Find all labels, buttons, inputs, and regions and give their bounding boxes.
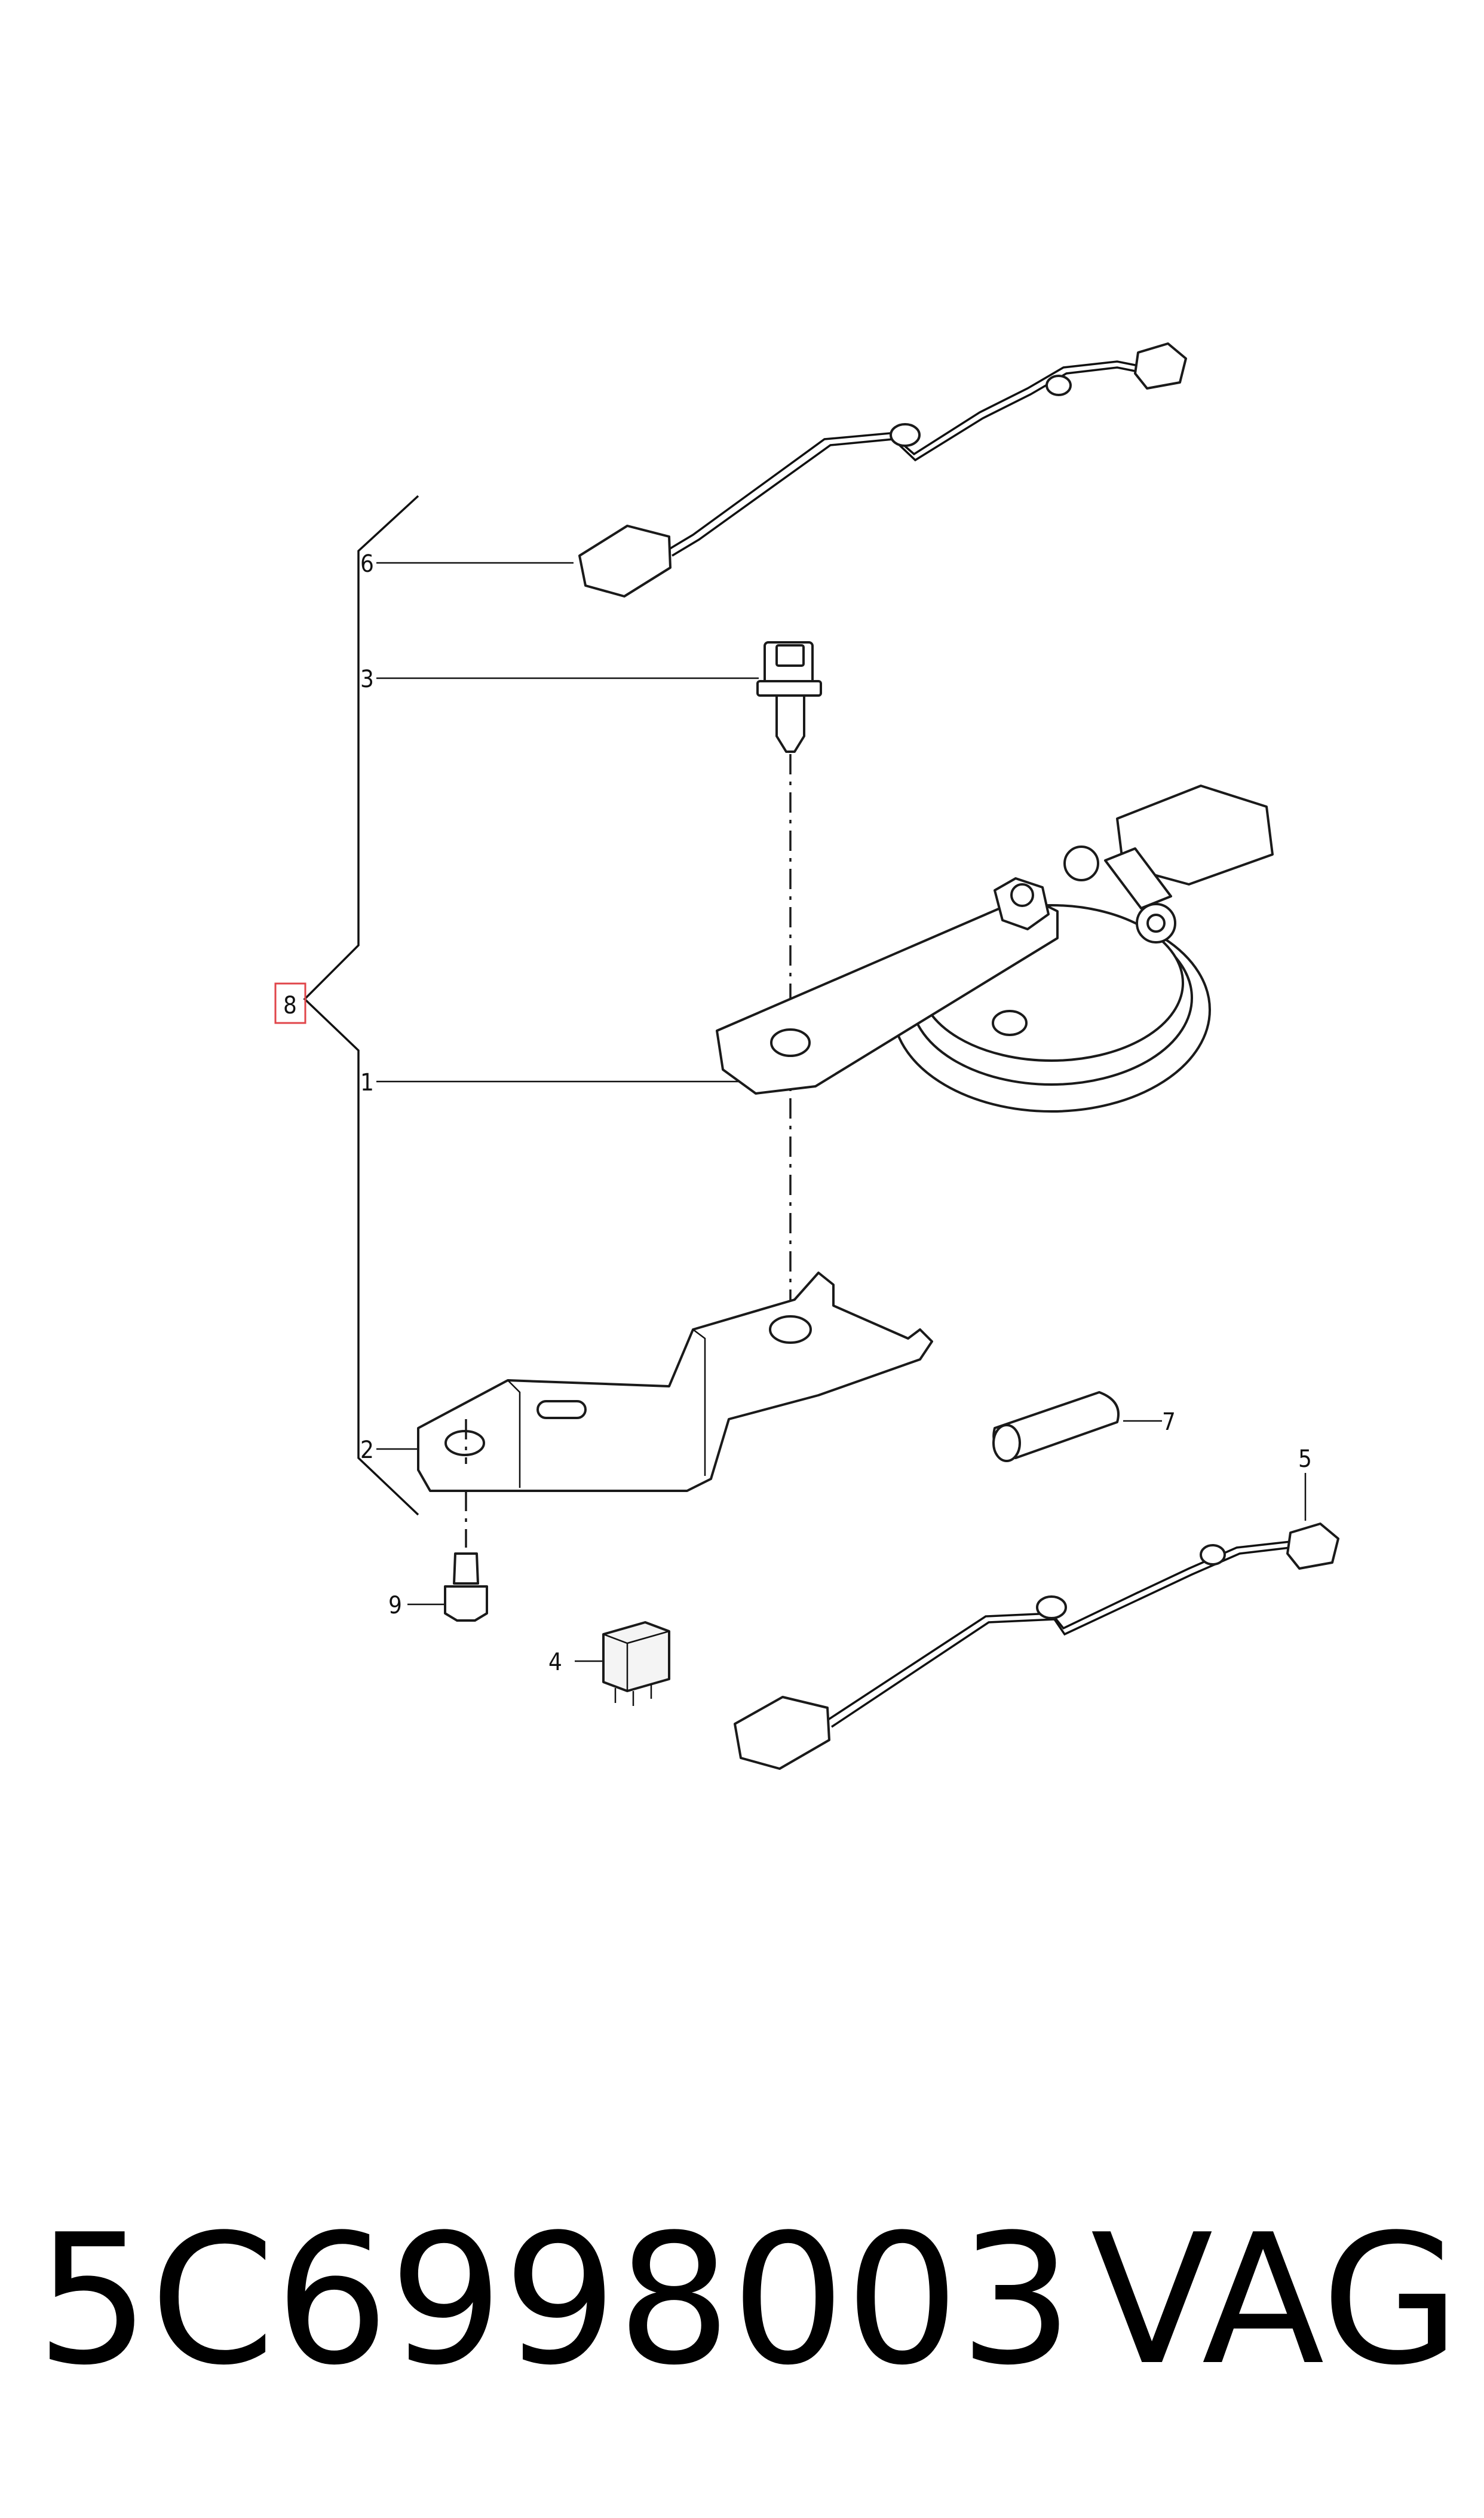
callout-4[interactable]: 4 [548,1649,562,1676]
mounting-bracket-part-2 [417,1272,933,1492]
part-number-caption: 5C6998003 [36,2196,1074,2404]
callout-1[interactable]: 1 [360,1069,374,1096]
callout-5[interactable]: 5 [1298,1445,1312,1473]
callout-8-highlight [274,982,306,1024]
callout-labels: 6 3 1 2 9 4 7 5 [360,550,1312,1676]
callout-9[interactable]: 9 [388,1592,402,1619]
leader-lines [376,562,1307,1662]
screw-part-3 [756,641,822,753]
callout-7[interactable]: 7 [1162,1408,1176,1436]
callout-6[interactable]: 6 [360,550,374,578]
relay-part-4 [602,1621,670,1706]
horn-part-1 [716,785,1274,1113]
callout-3[interactable]: 3 [360,666,374,693]
brand-caption: VAG [1090,2196,1460,2404]
sleeve-part-7 [992,1391,1120,1462]
wiring-harness-part-6 [578,342,1187,598]
callout-2[interactable]: 2 [360,1436,374,1464]
wiring-harness-part-5 [734,1523,1339,1770]
bolt-part-9 [444,1491,488,1622]
group-bracket-8: 8 [274,495,419,1516]
callout-8[interactable]: 8 [283,992,297,1019]
